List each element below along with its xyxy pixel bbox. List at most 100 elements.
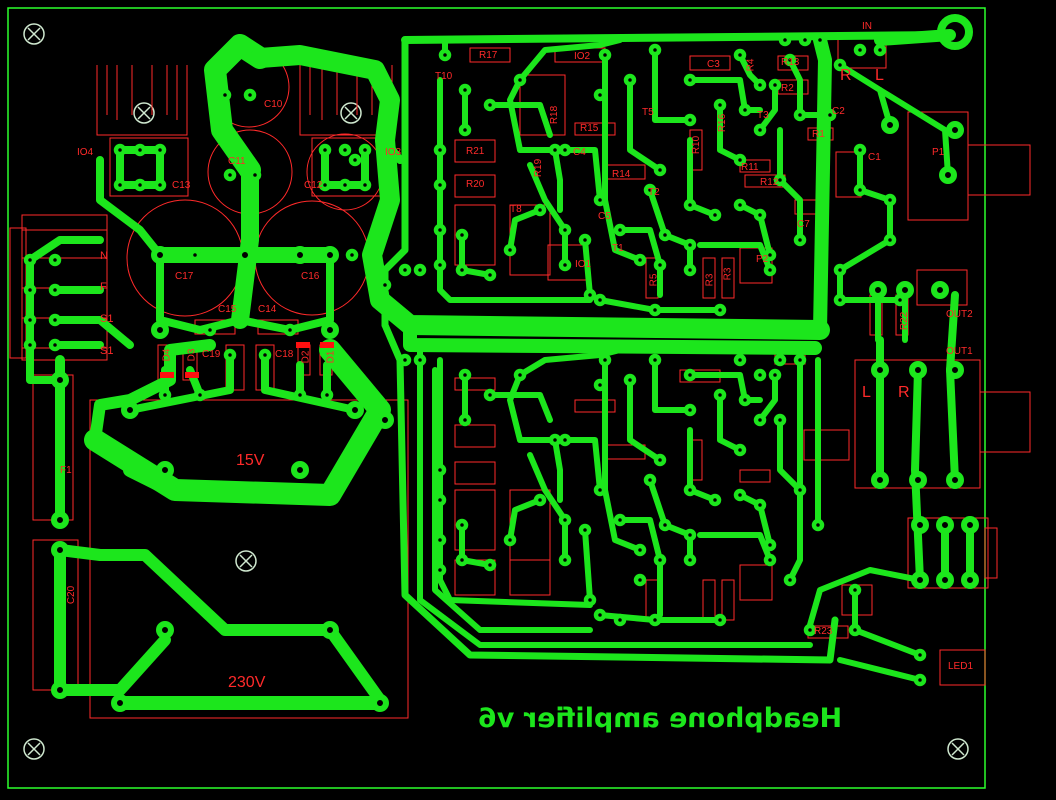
pad [913, 673, 927, 687]
d3-label: D3 [186, 348, 198, 362]
pad-layer [23, 33, 979, 712]
pad [946, 471, 964, 489]
pad [578, 523, 592, 537]
pad [51, 541, 69, 559]
pad [236, 246, 254, 264]
pad [346, 401, 364, 419]
pad [768, 368, 782, 382]
pad [913, 648, 927, 662]
input-right-label: R [840, 67, 852, 84]
out2-label: OUT2 [946, 309, 973, 320]
c3-label: C3 [707, 59, 720, 70]
pad [223, 348, 237, 362]
pad [358, 178, 372, 192]
pad [848, 623, 862, 637]
pad [613, 613, 627, 627]
pad [598, 353, 612, 367]
r5-label: R5 [648, 273, 660, 287]
pad [833, 58, 847, 72]
r10-label: R10 [691, 135, 703, 155]
t2-label: T2 [648, 187, 660, 198]
p2-label: P2 [756, 254, 769, 265]
pad [283, 323, 297, 337]
pad [713, 388, 727, 402]
pad [853, 143, 867, 157]
pad [218, 88, 232, 102]
pad [156, 461, 174, 479]
input-label: IN [862, 21, 872, 32]
c17-label: C17 [175, 271, 194, 282]
c13-label: C13 [172, 180, 191, 191]
pad [708, 208, 722, 222]
pad [648, 303, 662, 317]
c5-label: C5 [598, 211, 611, 222]
pad [413, 353, 427, 367]
pad [433, 178, 447, 192]
pad [458, 123, 472, 137]
pad [203, 323, 217, 337]
board-outline [7, 7, 986, 789]
r11-label: R11 [741, 162, 759, 173]
silkscreen-layer [9, 37, 1031, 719]
pad [823, 108, 837, 122]
pad [483, 98, 497, 112]
pad [455, 518, 469, 532]
pad [345, 248, 359, 262]
c10-label: C10 [264, 99, 283, 110]
conn-s1a-label: S1 [100, 313, 114, 325]
pad [433, 533, 447, 547]
r13-label: R13 [781, 57, 800, 68]
pad [753, 78, 767, 92]
p1-label: P1 [932, 147, 945, 158]
pad [151, 246, 169, 264]
pad [113, 143, 127, 157]
r14-label: R14 [612, 169, 631, 180]
input-left-label: L [875, 67, 884, 84]
r20-label: R20 [466, 179, 485, 190]
pad [961, 516, 979, 534]
r2-label: R2 [781, 83, 794, 94]
pad [193, 388, 207, 402]
conn-n-label: N [100, 250, 108, 262]
t10-label: T10 [435, 71, 453, 82]
board-title: Headphone amplifier v6 [478, 703, 843, 734]
pad [811, 518, 825, 532]
pad [946, 121, 964, 139]
pad [48, 338, 62, 352]
pad [658, 518, 672, 532]
c12-label: C12 [304, 180, 323, 191]
pad [653, 553, 667, 567]
pad [458, 413, 472, 427]
pad [733, 153, 747, 167]
pad [376, 411, 394, 429]
out1-label: OUT1 [946, 346, 973, 357]
io1-label: IO1 [575, 259, 592, 270]
pad [733, 488, 747, 502]
pad [613, 513, 627, 527]
c1-label: C1 [868, 152, 881, 163]
r15-label: R15 [580, 123, 599, 134]
pad [291, 246, 309, 264]
pad [321, 621, 339, 639]
pad [533, 203, 547, 217]
pad [683, 263, 697, 277]
pad [623, 373, 637, 387]
pad [558, 553, 572, 567]
pad [936, 571, 954, 589]
pad [869, 281, 887, 299]
smd-pads [160, 342, 334, 378]
pad [503, 533, 517, 547]
pad [348, 153, 362, 167]
pad [683, 553, 697, 567]
pad [643, 473, 657, 487]
output-right-label: R [898, 384, 910, 401]
pad [813, 33, 827, 47]
pad [398, 263, 412, 277]
c20-label: C20 [66, 585, 78, 605]
pad [633, 253, 647, 267]
pad [558, 433, 572, 447]
pad [48, 253, 62, 267]
pad [153, 143, 167, 157]
pad [738, 103, 752, 117]
r18-label: R18 [549, 105, 561, 125]
